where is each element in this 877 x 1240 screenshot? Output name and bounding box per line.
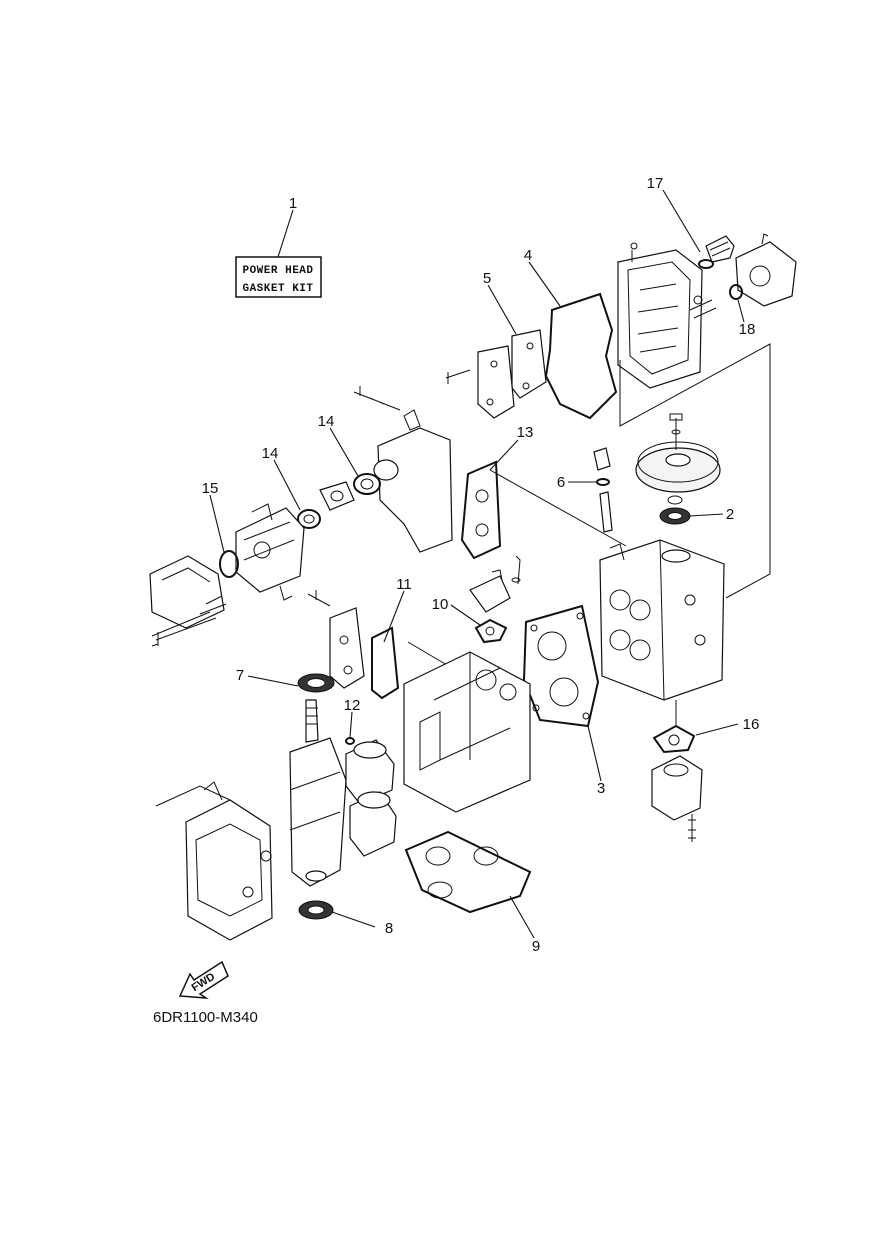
bolt-silencer: [155, 617, 217, 646]
o-ring-18: [729, 284, 743, 300]
kit-label-line2: GASKET KIT: [242, 283, 313, 295]
o-ring-12: [345, 737, 355, 745]
callout-4: 4: [524, 247, 532, 264]
head-cover-gasket: [544, 292, 618, 420]
callout-5: 5: [483, 270, 491, 287]
crankcase-gasket: [404, 830, 532, 914]
carburetor-gasket-14a: [353, 473, 381, 495]
callout-13: 13: [517, 424, 534, 441]
leader-lines: [209, 189, 745, 939]
callout-9: 9: [532, 938, 540, 955]
crankcase: [155, 781, 273, 941]
crankshaft: [289, 699, 347, 887]
callout-6: 6: [557, 474, 565, 491]
kit-label-line1: POWER HEAD: [242, 265, 313, 277]
cylinder-block: [403, 651, 531, 813]
exhaust-cover-gasket: [511, 329, 547, 399]
gasket-16: [652, 724, 696, 754]
exhaust-inner-cover: [307, 590, 365, 689]
carburetor-gasket-14b: [297, 509, 321, 529]
spacer: [319, 481, 355, 511]
fwd-arrow-icon: FWD: [178, 960, 229, 999]
o-ring-15: [219, 550, 239, 578]
gasket-10: [474, 618, 508, 644]
oil-seal-7: [297, 673, 335, 693]
callout-11: 11: [396, 576, 412, 593]
cylinder-head-cover: [617, 242, 717, 389]
silencer-body: [149, 555, 227, 647]
intake-manifold: [353, 386, 453, 553]
cylinder-head: [599, 539, 725, 701]
callout-1: 1: [289, 195, 297, 212]
oil-pump: [651, 755, 703, 842]
callout-8: 8: [385, 920, 393, 937]
valve-parts: [593, 447, 613, 533]
oil-seal-2: [659, 507, 691, 525]
thermostat-housing: [735, 233, 797, 307]
callout-7: 7: [236, 667, 244, 684]
callout-2: 2: [726, 506, 734, 523]
callout-17: 17: [647, 175, 664, 192]
pistons: [345, 739, 397, 857]
drive-pulley: [635, 413, 721, 493]
carburetor: [235, 503, 305, 601]
callout-10: 10: [432, 596, 449, 613]
o-ring-17: [698, 259, 714, 269]
exhaust-cover: [477, 345, 515, 419]
callout-14a: 14: [318, 413, 335, 430]
guide-bracket: [619, 343, 771, 599]
callout-14b: 14: [262, 445, 279, 462]
washer: [667, 495, 683, 505]
callout-3: 3: [597, 780, 605, 797]
callout-18: 18: [739, 321, 756, 338]
diagram-code: 6DR1100-M340: [153, 1009, 258, 1026]
thermostat: [705, 235, 735, 263]
cylinder-head-gasket: [522, 604, 600, 728]
bracket-assy: [469, 555, 521, 613]
callout-16: 16: [743, 716, 760, 733]
guide-line-a: [489, 469, 627, 547]
gasket-kit-label: POWER HEAD GASKET KIT: [235, 256, 322, 298]
callout-15: 15: [202, 480, 219, 497]
callout-12: 12: [344, 697, 361, 714]
oil-seal-8: [298, 900, 334, 920]
intake-gasket-13: [460, 460, 502, 560]
bolt-exhaust: [445, 369, 471, 384]
